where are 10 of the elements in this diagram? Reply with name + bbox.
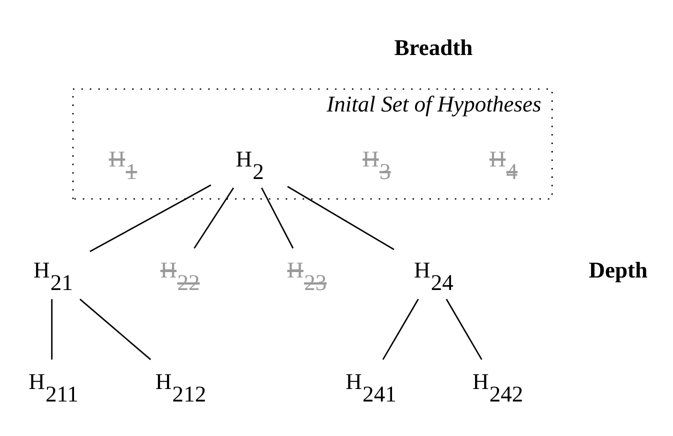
connector <box>287 186 394 250</box>
label: Depth <box>588 258 648 283</box>
connector <box>446 298 482 360</box>
connector <box>51 299 53 360</box>
label: Breadth <box>394 34 473 60</box>
connector <box>194 187 234 249</box>
connector <box>382 298 419 360</box>
connector <box>261 188 294 249</box>
connector <box>80 298 152 360</box>
connector <box>90 184 212 252</box>
